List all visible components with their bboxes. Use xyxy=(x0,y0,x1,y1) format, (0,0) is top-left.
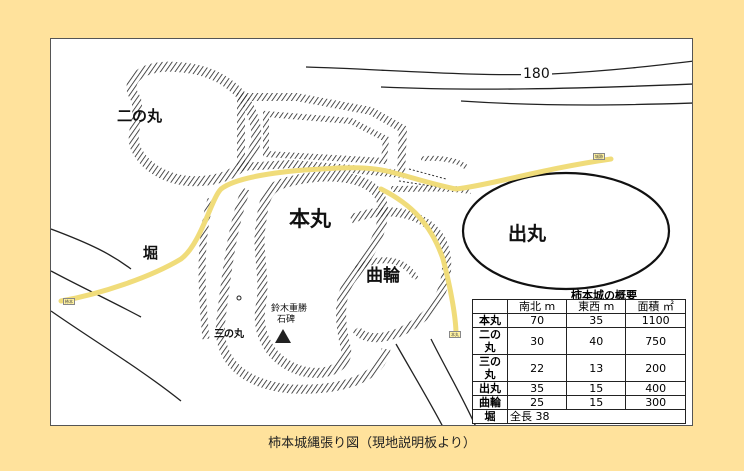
table-row: 二の丸 30 40 750 xyxy=(472,327,686,355)
area-cell: 300 xyxy=(625,395,686,410)
ninomaru-earthwork xyxy=(126,61,262,187)
trail-sign: 柿本 xyxy=(63,298,75,305)
summary-table-title: 柿本城の概要 xyxy=(571,289,637,302)
demaru-outline xyxy=(461,171,671,291)
row-name: 二の丸 xyxy=(472,327,508,355)
row-name: 三の丸 xyxy=(472,354,508,382)
table-row: 曲輪 25 15 300 xyxy=(472,395,686,410)
area-cell: 750 xyxy=(625,327,686,355)
hori-length-cell: 全長 38 xyxy=(507,409,686,424)
walking-path xyxy=(58,156,614,337)
ew-cell: 15 xyxy=(566,381,627,396)
ns-cell: 70 xyxy=(506,313,568,328)
ns-cell: 22 xyxy=(506,354,568,382)
monument-label-line2: 石碑 xyxy=(277,315,296,325)
monument-label-line1: 鈴木重勝 xyxy=(271,304,308,314)
ns-cell: 30 xyxy=(506,327,568,355)
upper-terraces xyxy=(237,93,408,179)
sannomaru-label: 三の丸 xyxy=(214,329,244,340)
dotted-marks xyxy=(398,168,452,190)
summary-table: 南北 m 東西 m 面積 ㎡ 本丸 70 35 1100 二の丸 30 40 7… xyxy=(472,299,686,424)
contour-elevation-label: 180 xyxy=(521,66,552,82)
castle-layout-map: 二の丸 本丸 出丸 曲輪 堀 三の丸 鈴木重勝 石碑 180 柿本 城跡 本丸 … xyxy=(50,38,693,426)
area-cell: 1100 xyxy=(625,313,686,328)
area-cell: 200 xyxy=(625,354,686,382)
row-name: 曲輪 xyxy=(472,395,508,410)
area-cell: 400 xyxy=(625,381,686,396)
ew-cell: 40 xyxy=(566,327,627,355)
table-row: 本丸 70 35 1100 xyxy=(472,313,686,328)
trail-sign: 本丸 xyxy=(449,331,461,338)
honmaru-label: 本丸 xyxy=(289,206,331,231)
kuruwa-label: 曲輪 xyxy=(366,266,400,286)
trail-sign: 城跡 xyxy=(593,153,605,160)
ns-cell: 35 xyxy=(506,381,568,396)
row-name: 堀 xyxy=(472,409,508,424)
ninomaru-label: 二の丸 xyxy=(117,107,163,125)
hori-label: 堀 xyxy=(143,244,159,262)
table-row: 堀 全長 38 xyxy=(472,409,686,424)
ns-cell: 25 xyxy=(506,395,568,410)
table-row: 出丸 35 15 400 xyxy=(472,381,686,396)
ew-cell: 15 xyxy=(566,395,627,410)
table-row: 三の丸 22 13 200 xyxy=(472,354,686,382)
table-header-cell xyxy=(472,299,508,314)
table-header-cell: 東西 m xyxy=(566,299,627,314)
demaru-label: 出丸 xyxy=(508,223,547,245)
row-name: 出丸 xyxy=(472,381,508,396)
monument-marker xyxy=(275,329,291,343)
table-header-row: 南北 m 東西 m 面積 ㎡ xyxy=(472,299,686,314)
row-name: 本丸 xyxy=(472,313,508,328)
ew-cell: 35 xyxy=(566,313,627,328)
table-header-cell: 南北 m xyxy=(506,299,568,314)
table-header-cell: 面積 ㎡ xyxy=(625,299,686,314)
ew-cell: 13 xyxy=(566,354,627,382)
map-drawing xyxy=(51,60,692,425)
point-marker xyxy=(236,295,242,301)
map-caption: 柿本城縄張り図（現地説明板より） xyxy=(268,436,476,451)
